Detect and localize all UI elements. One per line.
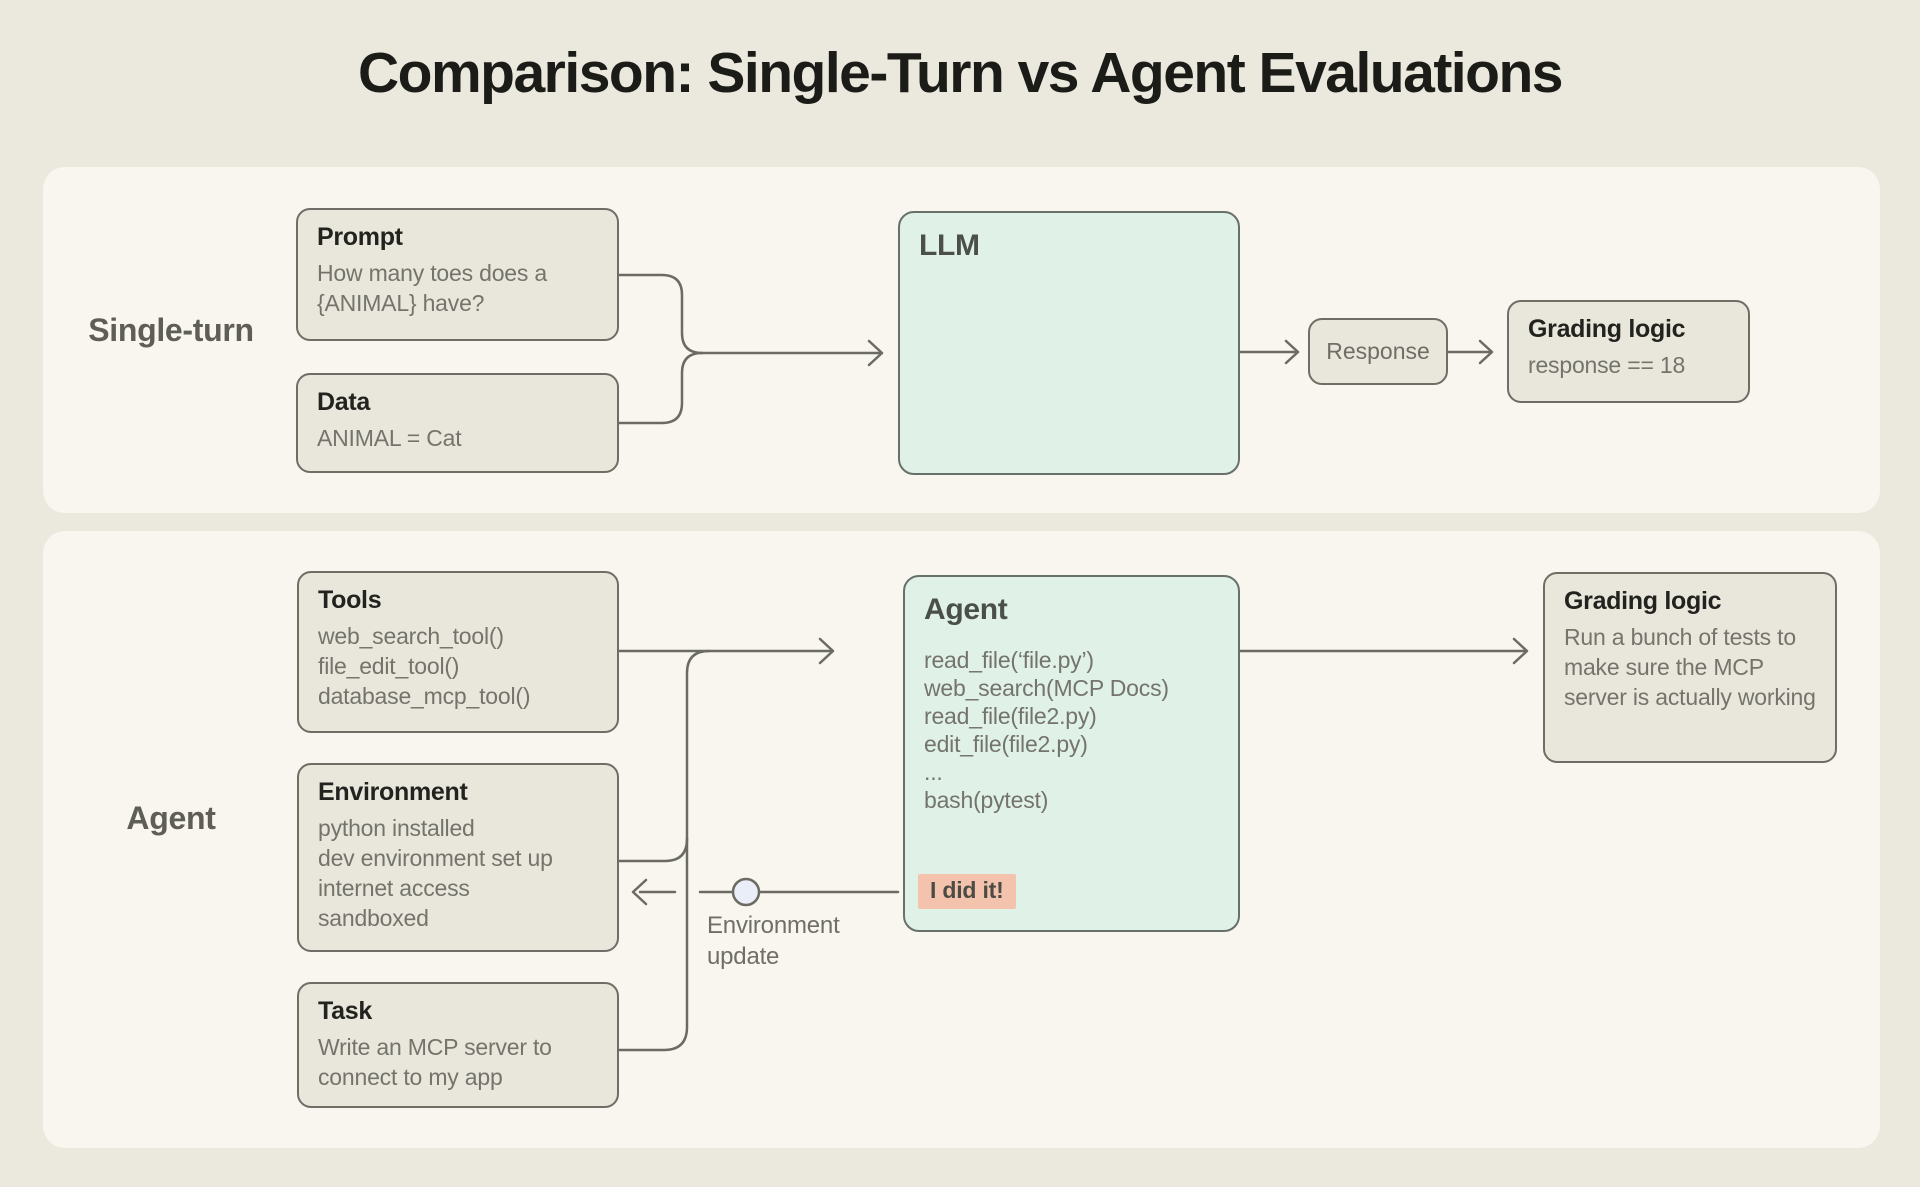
grading-logic-title: Grading logic (1528, 315, 1686, 343)
data-box-body: ANIMAL = Cat (317, 425, 462, 451)
agent-action-line: web_search(MCP Docs) (924, 675, 1169, 701)
tools-line: web_search_tool() (318, 623, 504, 649)
data-box: Data ANIMAL = Cat (296, 373, 619, 473)
environment-line: dev environment set up (318, 845, 553, 871)
tools-line: file_edit_tool() (318, 653, 460, 679)
grading-logic-body: Run a bunch of tests to make sure the MC… (1564, 624, 1816, 710)
grading-logic-box-single-turn: Grading logic response == 18 (1507, 300, 1750, 403)
tools-box-body: web_search_tool() file_edit_tool() datab… (318, 621, 598, 711)
single-turn-section-label: Single-turn (88, 312, 254, 348)
grading-logic-body: response == 18 (1528, 352, 1686, 378)
environment-box-title: Environment (318, 778, 468, 806)
environment-box-body: python installed dev environment set up … (318, 813, 598, 933)
agent-box-body: read_file(‘file.py’) web_search(MCP Docs… (924, 646, 1219, 814)
agent-action-line: read_file(file2.py) (924, 703, 1097, 729)
prompt-box: Prompt How many toes does a {ANIMAL} hav… (296, 208, 619, 341)
llm-box: LLM (898, 211, 1240, 475)
task-box: Task Write an MCP server to connect to m… (297, 982, 619, 1108)
environment-line: internet access (318, 875, 470, 901)
agent-action-line: read_file(‘file.py’) (924, 647, 1094, 673)
agent-section-label: Agent (126, 800, 216, 836)
environment-line: sandboxed (318, 905, 429, 931)
agent-box-title: Agent (924, 593, 1008, 626)
tools-box-title: Tools (318, 586, 382, 614)
grading-logic-title: Grading logic (1564, 587, 1722, 615)
data-box-title: Data (317, 388, 370, 416)
task-box-title: Task (318, 997, 372, 1025)
environment-line: python installed (318, 815, 475, 841)
page-title: Comparison: Single-Turn vs Agent Evaluat… (358, 41, 1563, 105)
agent-box: Agent read_file(‘file.py’) web_search(MC… (903, 575, 1240, 932)
grading-logic-box-agent: Grading logic Run a bunch of tests to ma… (1543, 572, 1837, 763)
environment-update-label: Environment update (707, 912, 840, 970)
environment-box: Environment python installed dev environ… (297, 763, 619, 952)
agent-action-line: bash(pytest) (924, 787, 1049, 813)
tools-box: Tools web_search_tool() file_edit_tool()… (297, 571, 619, 733)
tools-line: database_mcp_tool() (318, 683, 531, 709)
prompt-box-title: Prompt (317, 223, 403, 251)
agent-action-line: edit_file(file2.py) (924, 731, 1088, 757)
i-did-it-badge: I did it! (918, 874, 1016, 909)
agent-action-line: ... (924, 759, 943, 785)
prompt-box-body: How many toes does a {ANIMAL} have? (317, 260, 547, 316)
llm-box-title: LLM (919, 229, 980, 262)
response-box: Response (1308, 318, 1448, 385)
task-box-body: Write an MCP server to connect to my app (318, 1034, 552, 1090)
